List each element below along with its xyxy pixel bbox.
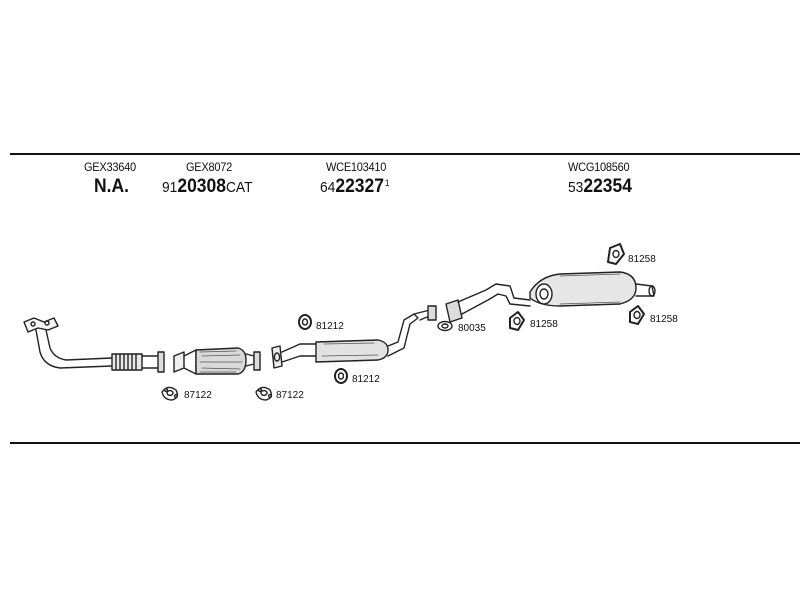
gasket-87122-left	[161, 386, 179, 401]
part-number-prefix: 53	[568, 179, 584, 196]
label-rubber-mount-81212-upper: 81212	[316, 321, 344, 332]
part-number-prefix: 64	[320, 179, 336, 196]
front-pipe-drawing	[23, 317, 165, 373]
rubber-mount-81212-lower	[334, 368, 348, 384]
middle-silencer-drawing	[271, 305, 437, 369]
label-hanger-81258-top: 81258	[628, 254, 656, 265]
part-number-superscript: 1	[384, 177, 390, 188]
gasket-87122-right	[255, 386, 273, 401]
top-divider	[10, 153, 800, 155]
part-number-main: 20308	[177, 176, 226, 197]
label-hanger-81258-right: 81258	[650, 314, 678, 325]
part-number-main: 22354	[583, 176, 632, 197]
part-number-suffix: CAT	[225, 179, 253, 196]
hanger-81258-top	[607, 243, 625, 265]
label-hanger-81258-mid: 81258	[530, 319, 558, 330]
part-number-rear-silencer: 5322354	[568, 176, 632, 198]
part-number-prefix: 91	[162, 179, 178, 196]
part-code-catalyst: GEX8072	[186, 160, 232, 174]
part-code-rear-silencer: WCG108560	[568, 160, 630, 174]
label-flange-gasket-80035: 80035	[458, 323, 486, 334]
part-number-front-pipe: N.A.	[94, 176, 129, 197]
rubber-mount-81212-upper	[298, 314, 312, 330]
label-gasket-87122-left: 87122	[184, 390, 212, 401]
flange-gasket-80035	[437, 320, 453, 332]
bottom-divider	[10, 442, 800, 444]
catalytic-converter-drawing	[173, 347, 261, 375]
part-code-middle-silencer: WCE103410	[326, 160, 387, 174]
part-number-catalyst: 9120308CAT	[162, 176, 253, 198]
rear-silencer-drawing	[445, 271, 656, 323]
label-rubber-mount-81212-lower: 81212	[352, 374, 380, 385]
hanger-81258-mid	[509, 311, 525, 331]
part-code-front-pipe: GEX33640	[84, 160, 136, 174]
part-number-main: 22327	[335, 176, 384, 197]
part-number-middle-silencer: 64223271	[320, 176, 390, 198]
label-gasket-87122-right: 87122	[276, 390, 304, 401]
hanger-81258-right	[629, 305, 645, 325]
